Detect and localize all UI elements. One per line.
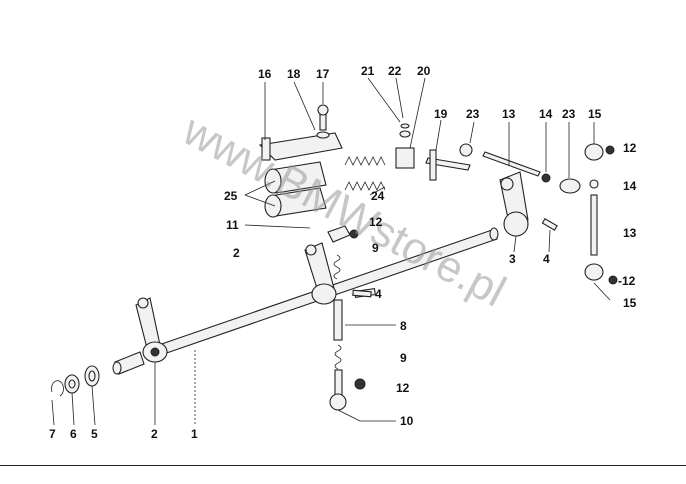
label-16: 16 [258,67,272,81]
label-21: 21 [361,64,375,78]
label-8: 8 [400,319,407,333]
label-24: 24 [371,189,385,203]
label-13: 13 [623,226,637,240]
label-12: 12 [369,215,383,229]
label-9: 9 [372,241,379,255]
pivot-block [395,123,471,181]
label-23: 23 [562,107,576,121]
mounting-bracket [258,104,343,161]
label-14: 14 [623,179,637,193]
vertical-rod [584,143,618,285]
label-19: 19 [434,107,448,121]
label-14: 14 [539,107,553,121]
label-10: 10 [400,414,414,428]
label-25: 25 [224,189,238,203]
pins [352,289,372,298]
part-labels: 16 18 17 21 22 20 19 23 13 14 23 15 12 1… [49,64,637,441]
upper-rod [459,143,581,194]
bottom-rule [0,465,686,466]
label-11: 11 [226,218,239,232]
label-6: 6 [70,427,77,441]
label-4: 4 [375,287,382,301]
right-lever [499,171,558,237]
label-5: 5 [91,427,98,441]
label-2: 2 [233,246,240,260]
label-12: 12 [623,141,637,155]
label-20: 20 [417,64,431,78]
label-18: 18 [287,67,301,81]
leader-lines [51,77,611,426]
label-17: 17 [316,67,330,81]
label-15: 15 [623,296,637,310]
label-9: 9 [400,351,407,365]
label-12: 12 [396,381,410,395]
shaft-sleeve [112,351,145,375]
middle-lever-assembly [304,225,376,411]
label-22: 22 [388,64,402,78]
label-1: 1 [191,427,198,441]
label-13: 13 [502,107,516,121]
springs [344,156,386,191]
washers [51,365,100,397]
label-7: 7 [49,427,56,441]
label-12: -12 [618,274,636,288]
label-15: 15 [588,107,602,121]
label-3: 3 [509,252,516,266]
rubber-buffers [264,161,327,218]
label-23: 23 [466,107,480,121]
label-4: 4 [543,252,550,266]
label-2: 2 [151,427,158,441]
